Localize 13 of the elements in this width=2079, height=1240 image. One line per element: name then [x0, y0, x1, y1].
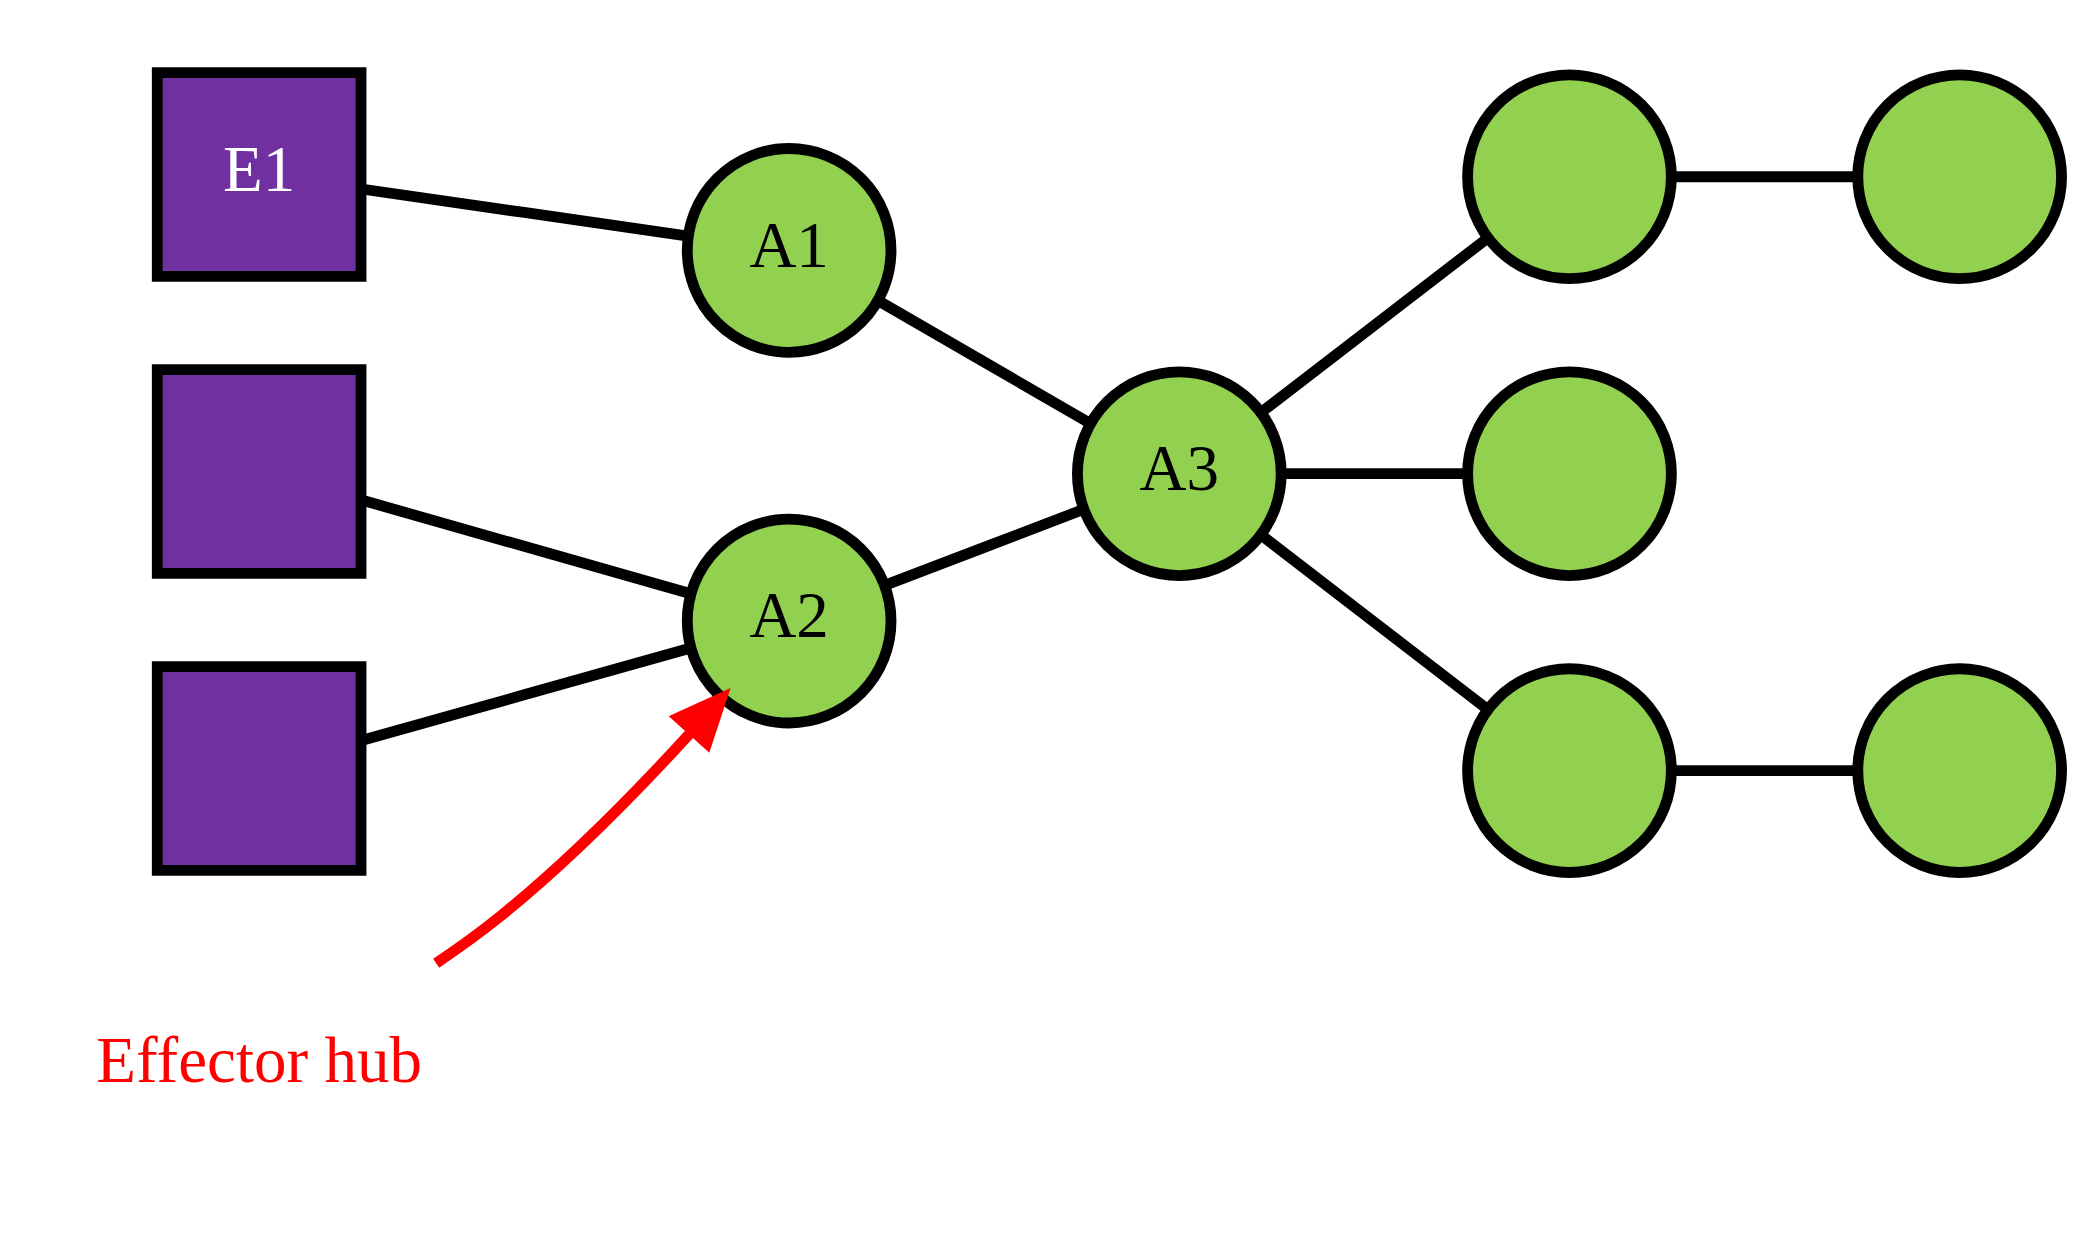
node-box — [151, 364, 367, 579]
node-circle — [1462, 69, 1677, 285]
node-circle: A1 — [681, 143, 897, 358]
node-circle — [1462, 663, 1677, 878]
node-circle — [1852, 69, 2067, 285]
node-text: Effector hub — [96, 1023, 422, 1096]
node-circle — [1462, 366, 1677, 581]
node-box — [151, 661, 367, 876]
node-box: E1 — [151, 67, 367, 282]
node-circle: A3 — [1072, 366, 1287, 581]
arrow — [433, 688, 731, 968]
node-circle — [1852, 663, 2067, 878]
node-circle: A2 — [681, 513, 897, 729]
